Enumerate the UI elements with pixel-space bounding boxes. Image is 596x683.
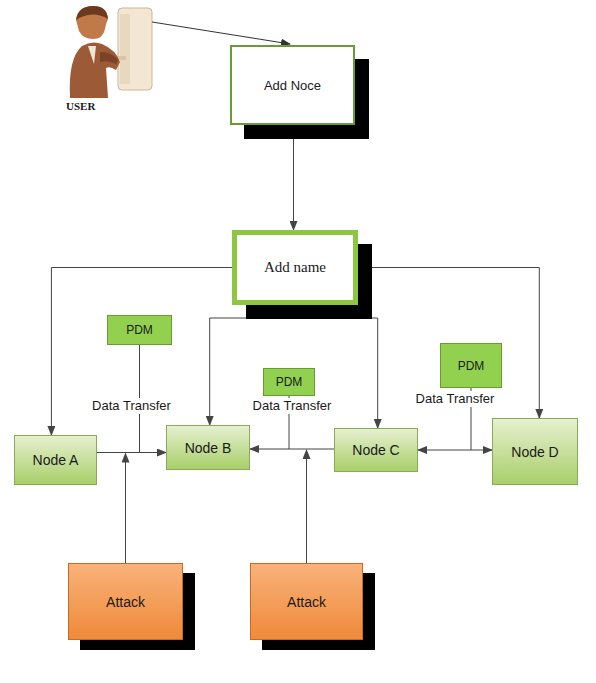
node-text: Node B [185,440,232,456]
module-box: PDM [107,315,172,345]
node-text: Node C [352,442,399,458]
connector [329,305,378,428]
node-label: PDM [276,375,303,389]
node-text: Node A [33,452,79,468]
node-label: PDM [458,359,485,373]
user-figure [70,6,152,98]
node-label: Node C [352,442,399,458]
node-text: PDM [458,359,485,373]
connector [293,125,294,230]
attack-link [125,454,126,564]
node-text: Add name [264,259,326,276]
network-node: Node C [334,428,418,472]
node-text: PDM [126,323,153,337]
edge-label: Data Transfer [90,398,173,414]
edge-label: Data Transfer [251,398,334,414]
process-box: Add name [232,230,358,305]
node-label: Attack [287,594,326,610]
module-box: PDM [440,343,502,388]
node-label: Attack [106,594,145,610]
node-label: Add Noce [264,78,321,93]
node-text: Add Noce [264,78,321,93]
connector [97,452,166,453]
connector [51,268,232,436]
connector [210,305,254,425]
module-box: PDM [263,368,315,396]
connector [358,268,539,419]
node-text: Attack [287,594,326,610]
user-arrow [152,22,290,44]
edge-label: Data Transfer [414,391,497,407]
network-node: Node B [166,425,250,470]
node-text: Attack [106,594,145,610]
network-node: Node A [14,435,97,485]
connector [418,450,492,451]
network-node: Node D [492,418,578,485]
node-text: Node D [511,444,558,460]
attack-box: Attack [250,563,363,640]
attack-box: Attack [68,563,183,640]
node-label: PDM [126,323,153,337]
process-box: Add Noce [230,45,355,125]
connector [250,449,334,450]
node-text: PDM [276,375,303,389]
user-label: USER [66,100,95,112]
node-label: Node A [33,452,79,468]
attack-link [306,450,307,563]
node-label: Node B [185,440,232,456]
node-label: Add name [264,259,326,276]
node-label: Node D [511,444,558,460]
